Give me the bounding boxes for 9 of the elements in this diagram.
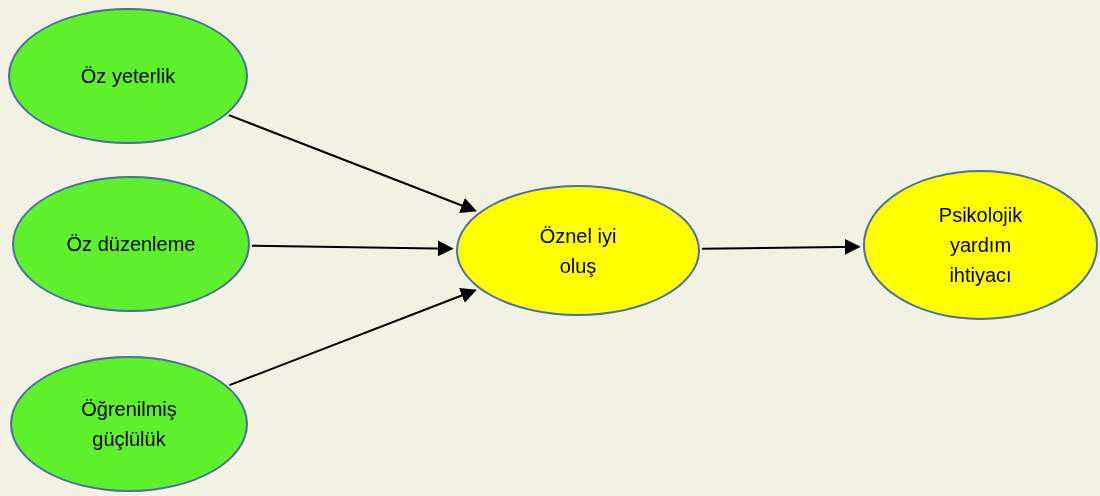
node-label: Psikolojik yardım ihtiyacı xyxy=(937,203,1024,288)
node-label: Öz düzenleme xyxy=(66,232,196,257)
arrow xyxy=(250,240,454,257)
arrow xyxy=(228,287,477,387)
node-label: Öğrenilmiş güçlülük xyxy=(80,397,178,452)
node-label: Öz yeterlik xyxy=(80,64,176,89)
node-label: Öznel iyi oluş xyxy=(538,223,618,279)
arrow xyxy=(700,238,861,255)
arrow xyxy=(227,114,477,213)
